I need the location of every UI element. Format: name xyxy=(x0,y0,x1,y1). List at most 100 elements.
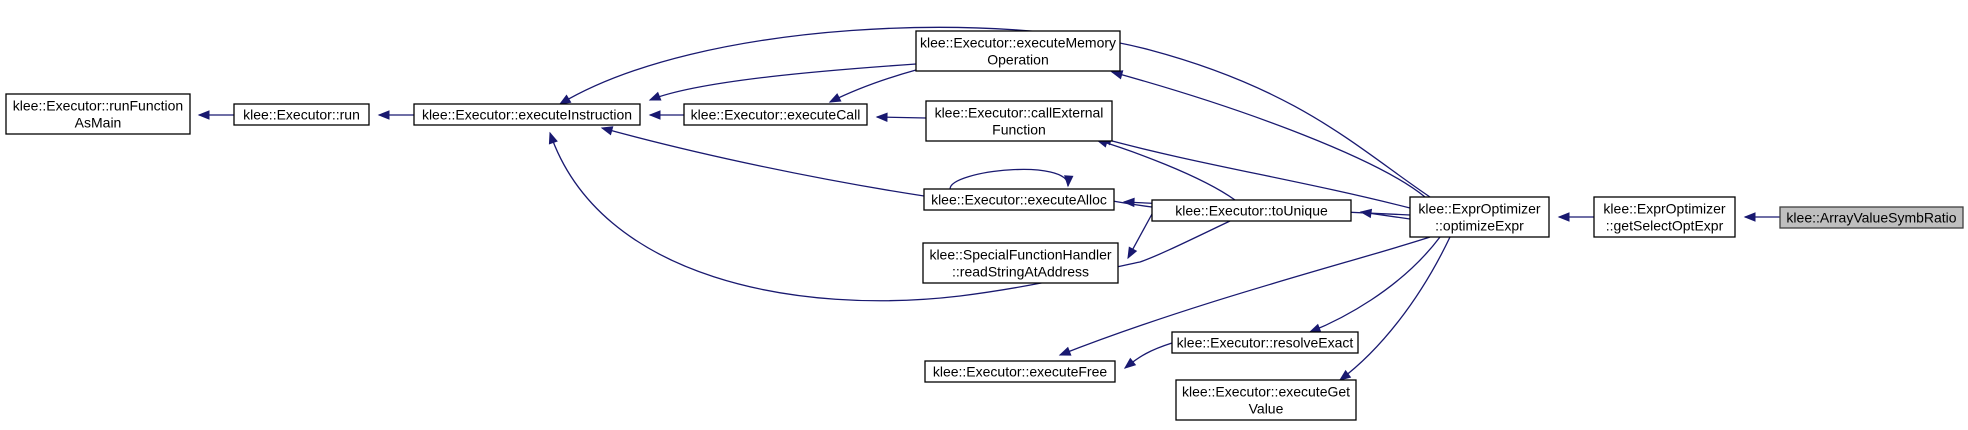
node-run[interactable]: klee::Executor::run xyxy=(233,103,370,126)
edge-optimizeExpr-to-callExternalFunction xyxy=(1099,136,1411,209)
edge-line xyxy=(829,69,917,103)
node-getSelectOptExpr[interactable]: klee::ExprOptimizer::getSelectOptExpr xyxy=(1593,196,1736,238)
edge-executeInstruction-to-run xyxy=(377,110,414,120)
edge-getSelectOptExpr-to-optimizeExpr xyxy=(1557,212,1594,222)
node-box xyxy=(5,93,191,135)
node-label: klee::Executor::toUnique xyxy=(1175,203,1328,219)
arrow-head-icon xyxy=(1110,70,1124,80)
edge-callExternalFunction-to-executeCall xyxy=(875,112,927,122)
node-box xyxy=(1151,199,1352,222)
edge-executeCall-to-executeInstruction xyxy=(648,110,684,120)
edge-optimizeExpr-to-resolveExact xyxy=(1308,236,1441,333)
node-label: klee::Executor::executeMemory xyxy=(920,35,1116,51)
node-label: Operation xyxy=(987,52,1048,68)
edge-optimizeExpr-to-toUnique xyxy=(1359,208,1411,220)
node-label: Function xyxy=(992,122,1046,138)
edge-line xyxy=(1100,137,1411,209)
edge-line xyxy=(601,127,925,197)
arrow-head-icon xyxy=(1064,175,1074,188)
edge-toUnique-to-executeInstruction xyxy=(548,131,1231,302)
edge-line xyxy=(1111,71,1426,198)
node-label: klee::Executor::executeAlloc xyxy=(931,192,1107,208)
arrow-head-icon xyxy=(600,126,614,136)
arrow-head-icon xyxy=(1058,346,1072,356)
edge-executeMemoryOperation-to-executeCall xyxy=(828,69,917,103)
arrow-head-icon xyxy=(1557,212,1570,222)
node-readStringAtAddress[interactable]: klee::SpecialFunctionHandler::readString… xyxy=(922,242,1119,284)
node-optimizeExpr[interactable]: klee::ExprOptimizer::optimizeExpr xyxy=(1409,196,1550,238)
edge-line xyxy=(649,63,917,101)
edge-line xyxy=(1096,139,1236,201)
node-box xyxy=(924,360,1116,383)
node-executeCall[interactable]: klee::Executor::executeCall xyxy=(683,103,868,126)
node-label: ::readStringAtAddress xyxy=(952,264,1089,280)
node-executeFree[interactable]: klee::Executor::executeFree xyxy=(924,360,1116,383)
node-label: klee::Executor::callExternal xyxy=(935,105,1104,121)
edge-line xyxy=(1309,236,1441,333)
node-label: AsMain xyxy=(75,115,122,131)
arrow-head-icon xyxy=(1338,369,1352,381)
arrow-head-icon xyxy=(377,110,390,120)
edge-run-to-runFunctionAsMain xyxy=(197,110,234,120)
node-label: klee::Executor::resolveExact xyxy=(1177,335,1354,351)
arrow-head-icon xyxy=(828,93,842,103)
node-label: klee::Executor::executeGet xyxy=(1182,384,1350,400)
node-box xyxy=(922,242,1119,284)
node-executeAlloc[interactable]: klee::Executor::executeAlloc xyxy=(923,188,1115,211)
node-label: ::getSelectOptExpr xyxy=(1606,218,1724,234)
node-box xyxy=(683,103,868,126)
node-label: klee::SpecialFunctionHandler xyxy=(929,247,1111,263)
node-executeInstruction[interactable]: klee::Executor::executeInstruction xyxy=(413,103,641,126)
node-label: klee::ExprOptimizer xyxy=(1603,201,1725,217)
edge-executeMemoryOperation-to-executeInstruction xyxy=(648,63,917,101)
edge-resolveExact-to-executeFree xyxy=(1123,342,1173,369)
arrow-head-icon xyxy=(197,110,210,120)
node-box xyxy=(923,188,1115,211)
node-label: klee::ArrayValueSymbRatio xyxy=(1786,210,1956,226)
node-box xyxy=(233,103,370,126)
node-box xyxy=(925,100,1113,142)
arrow-head-icon xyxy=(1743,212,1756,222)
edge-line xyxy=(549,132,1231,302)
edge-optimizeExpr-to-executeMemoryOperation xyxy=(1110,70,1426,198)
node-box xyxy=(1175,379,1357,421)
arrow-head-icon xyxy=(875,112,888,122)
node-resolveExact[interactable]: klee::Executor::resolveExact xyxy=(1171,331,1359,354)
node-label: klee::Executor::executeCall xyxy=(691,107,861,123)
edge-executeAlloc-to-executeAlloc xyxy=(949,168,1074,190)
arrow-head-icon xyxy=(558,94,572,105)
arrow-head-icon xyxy=(1359,208,1373,219)
arrow-head-icon xyxy=(648,110,661,120)
node-label: klee::ExprOptimizer xyxy=(1418,201,1540,217)
node-box xyxy=(1409,196,1550,238)
arrow-head-icon xyxy=(1123,357,1137,369)
node-toUnique[interactable]: klee::Executor::toUnique xyxy=(1151,199,1352,222)
node-box xyxy=(915,30,1121,72)
node-box xyxy=(1171,331,1359,354)
arrow-head-icon xyxy=(1122,197,1135,208)
edge-line xyxy=(949,168,1069,190)
node-label: klee::Executor::executeInstruction xyxy=(422,107,632,123)
edge-toUnique-to-callExternalFunction xyxy=(1095,138,1236,201)
node-box xyxy=(1593,196,1736,238)
node-label: Value xyxy=(1249,401,1284,417)
node-label: klee::Executor::run xyxy=(243,107,360,123)
arrow-head-icon xyxy=(648,91,662,101)
edge-arrayValueSymbRatio-to-getSelectOptExpr xyxy=(1743,212,1780,222)
node-box xyxy=(413,103,641,126)
edge-line xyxy=(1059,236,1431,356)
edge-executeAlloc-to-executeInstruction xyxy=(600,126,925,197)
node-box xyxy=(1779,206,1964,229)
edge-optimizeExpr-to-executeGetValue xyxy=(1338,236,1451,381)
node-label: klee::Executor::executeFree xyxy=(933,364,1108,380)
node-label: klee::Executor::runFunction xyxy=(13,98,183,114)
node-label: ::optimizeExpr xyxy=(1435,218,1524,234)
node-arrayValueSymbRatio[interactable]: klee::ArrayValueSymbRatio xyxy=(1779,206,1964,229)
arrow-head-icon xyxy=(548,131,558,145)
